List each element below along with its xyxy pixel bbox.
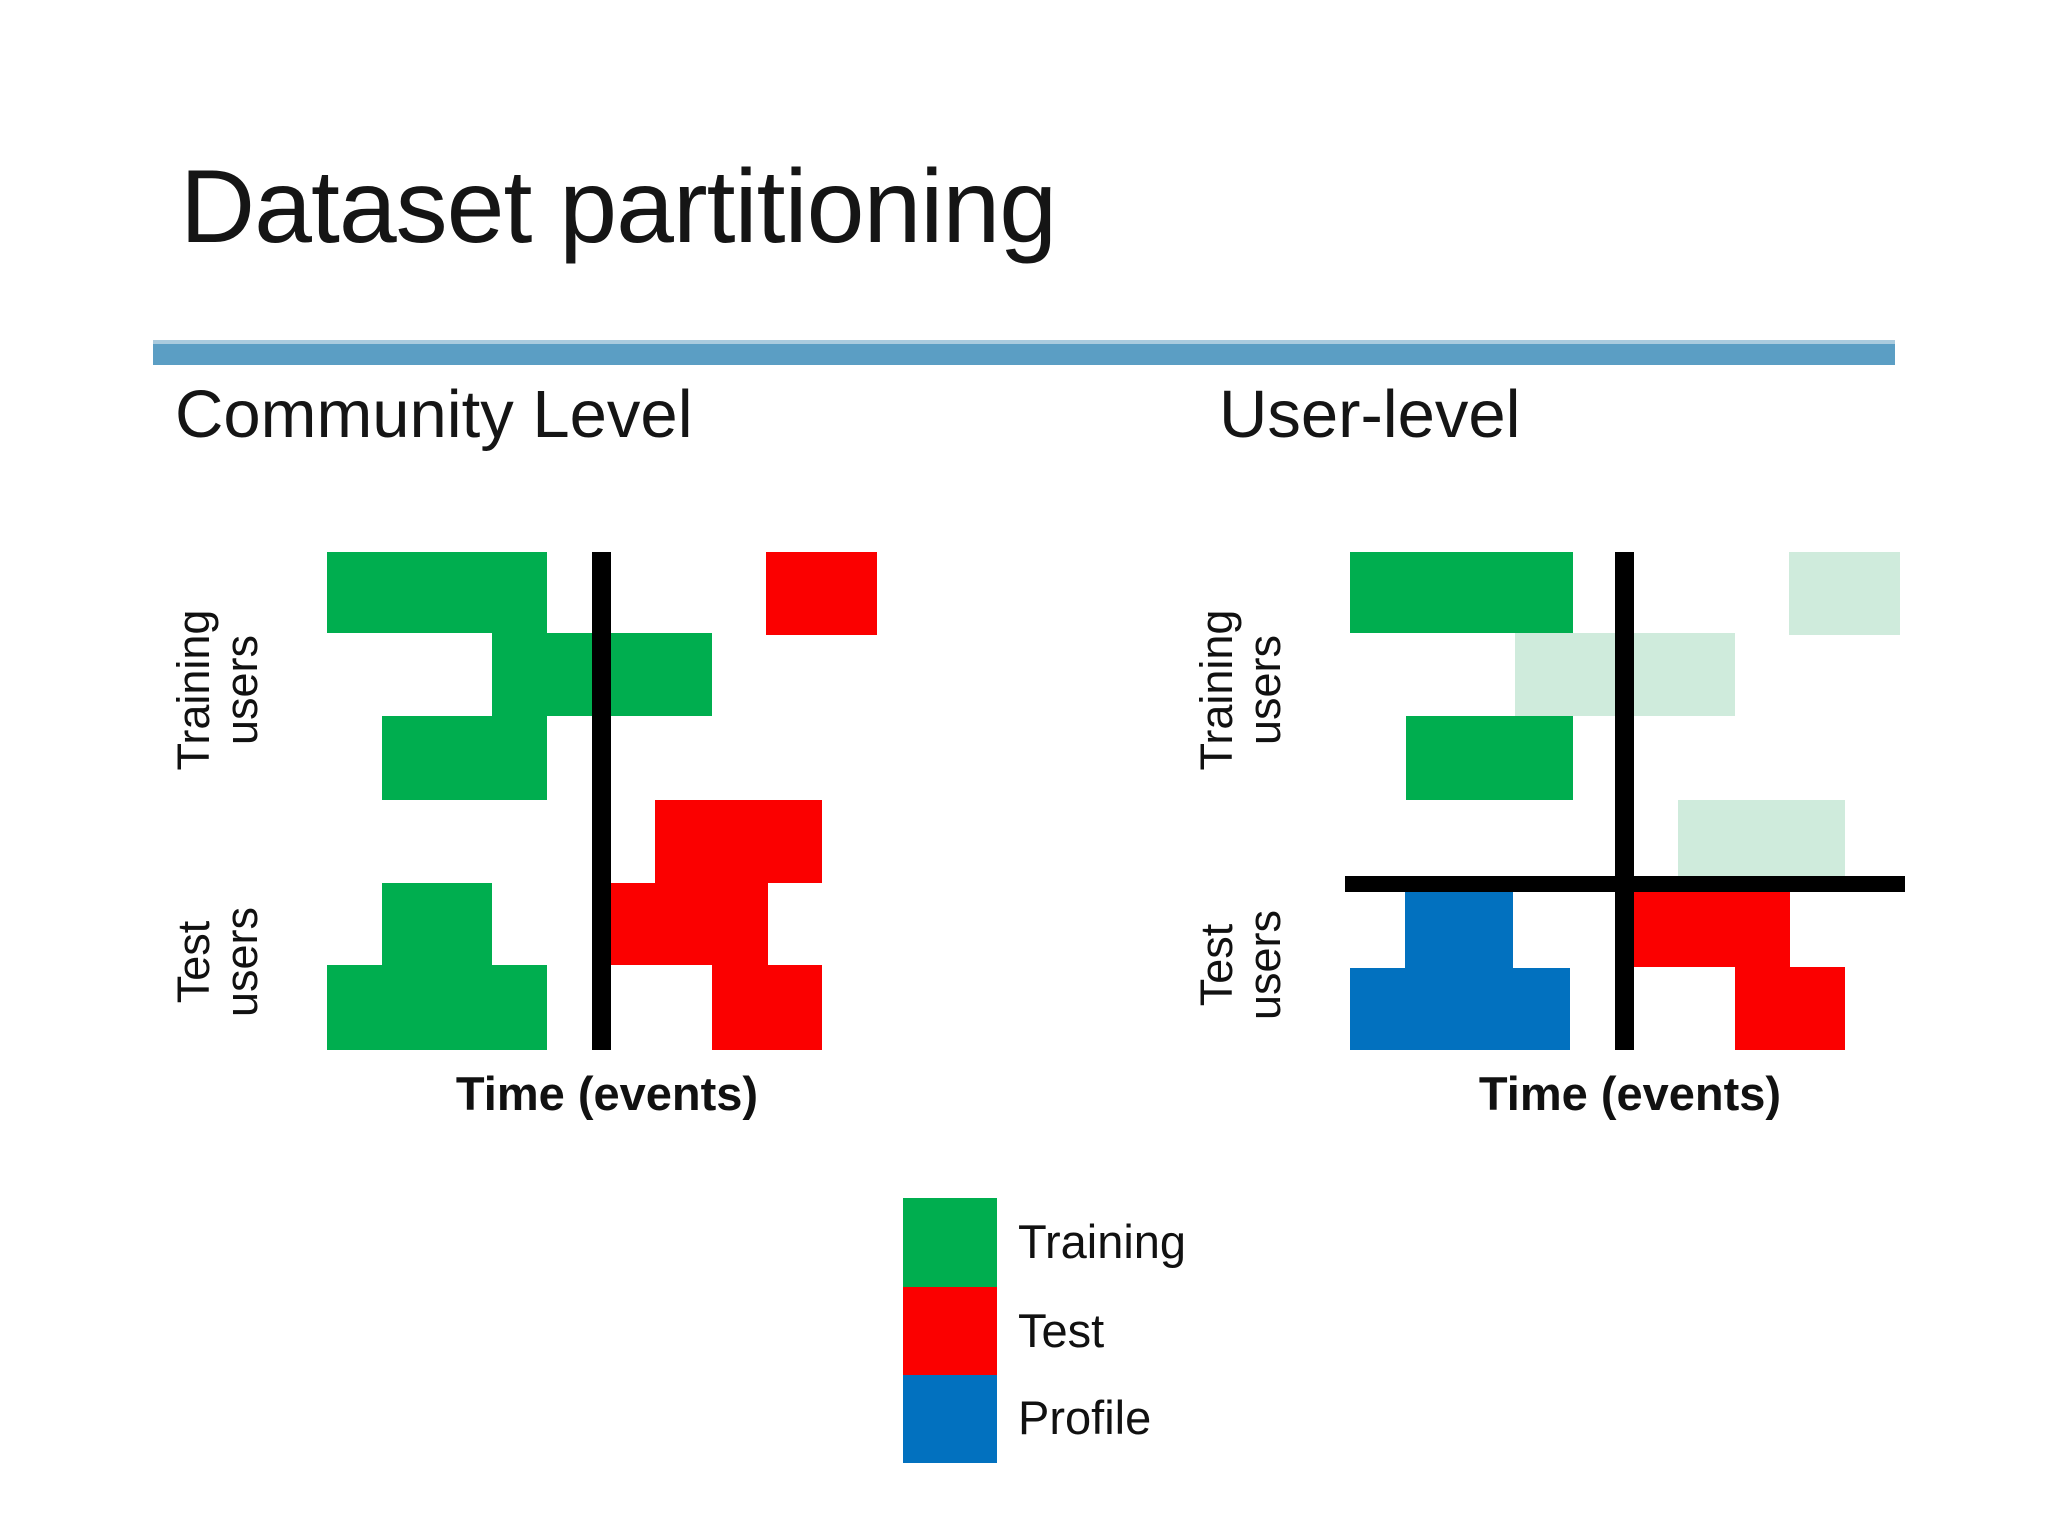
page-title: Dataset partitioning [180,149,1057,265]
user-test-users-axis-label: Test users [1175,795,1307,1135]
axis-label-line: Test [1191,923,1243,1007]
block-training [327,965,547,1050]
block-test [655,800,822,883]
block-training [382,883,492,965]
section-header-user-level: User-level [1219,377,1521,452]
user-profile-split-line [1345,876,1905,892]
legend-label-profile: Profile [1018,1391,1152,1444]
block-test [1634,892,1790,967]
axis-label-line: Training [1191,609,1243,771]
title-divider [153,340,1895,365]
community-time-split-line [592,552,611,1050]
block-test [610,883,768,965]
block-training [382,716,547,800]
block-faded_training [1678,800,1845,876]
legend-label-training: Training [1018,1215,1187,1268]
block-faded_training [1789,552,1900,635]
block-training [327,552,547,633]
block-test [766,552,877,635]
axis-label-line: users [1239,634,1290,746]
legend-swatch-test [903,1287,997,1375]
block-test [1735,967,1845,1050]
user-time-split-line [1615,552,1634,1050]
user-time-axis-label: Time (events) [1478,1067,1782,1120]
block-training [1350,552,1573,633]
axis-label-line: users [1239,909,1290,1021]
block-test [712,965,822,1050]
legend-swatch-profile [903,1375,997,1463]
block-training [1406,716,1573,800]
section-header-community-level: Community Level [175,377,693,452]
community-time-axis-label: Time (events) [455,1067,759,1120]
block-profile [1405,892,1513,968]
block-profile [1350,968,1570,1050]
legend-swatch-training [903,1198,997,1287]
legend-label-test: Test [1018,1304,1105,1357]
